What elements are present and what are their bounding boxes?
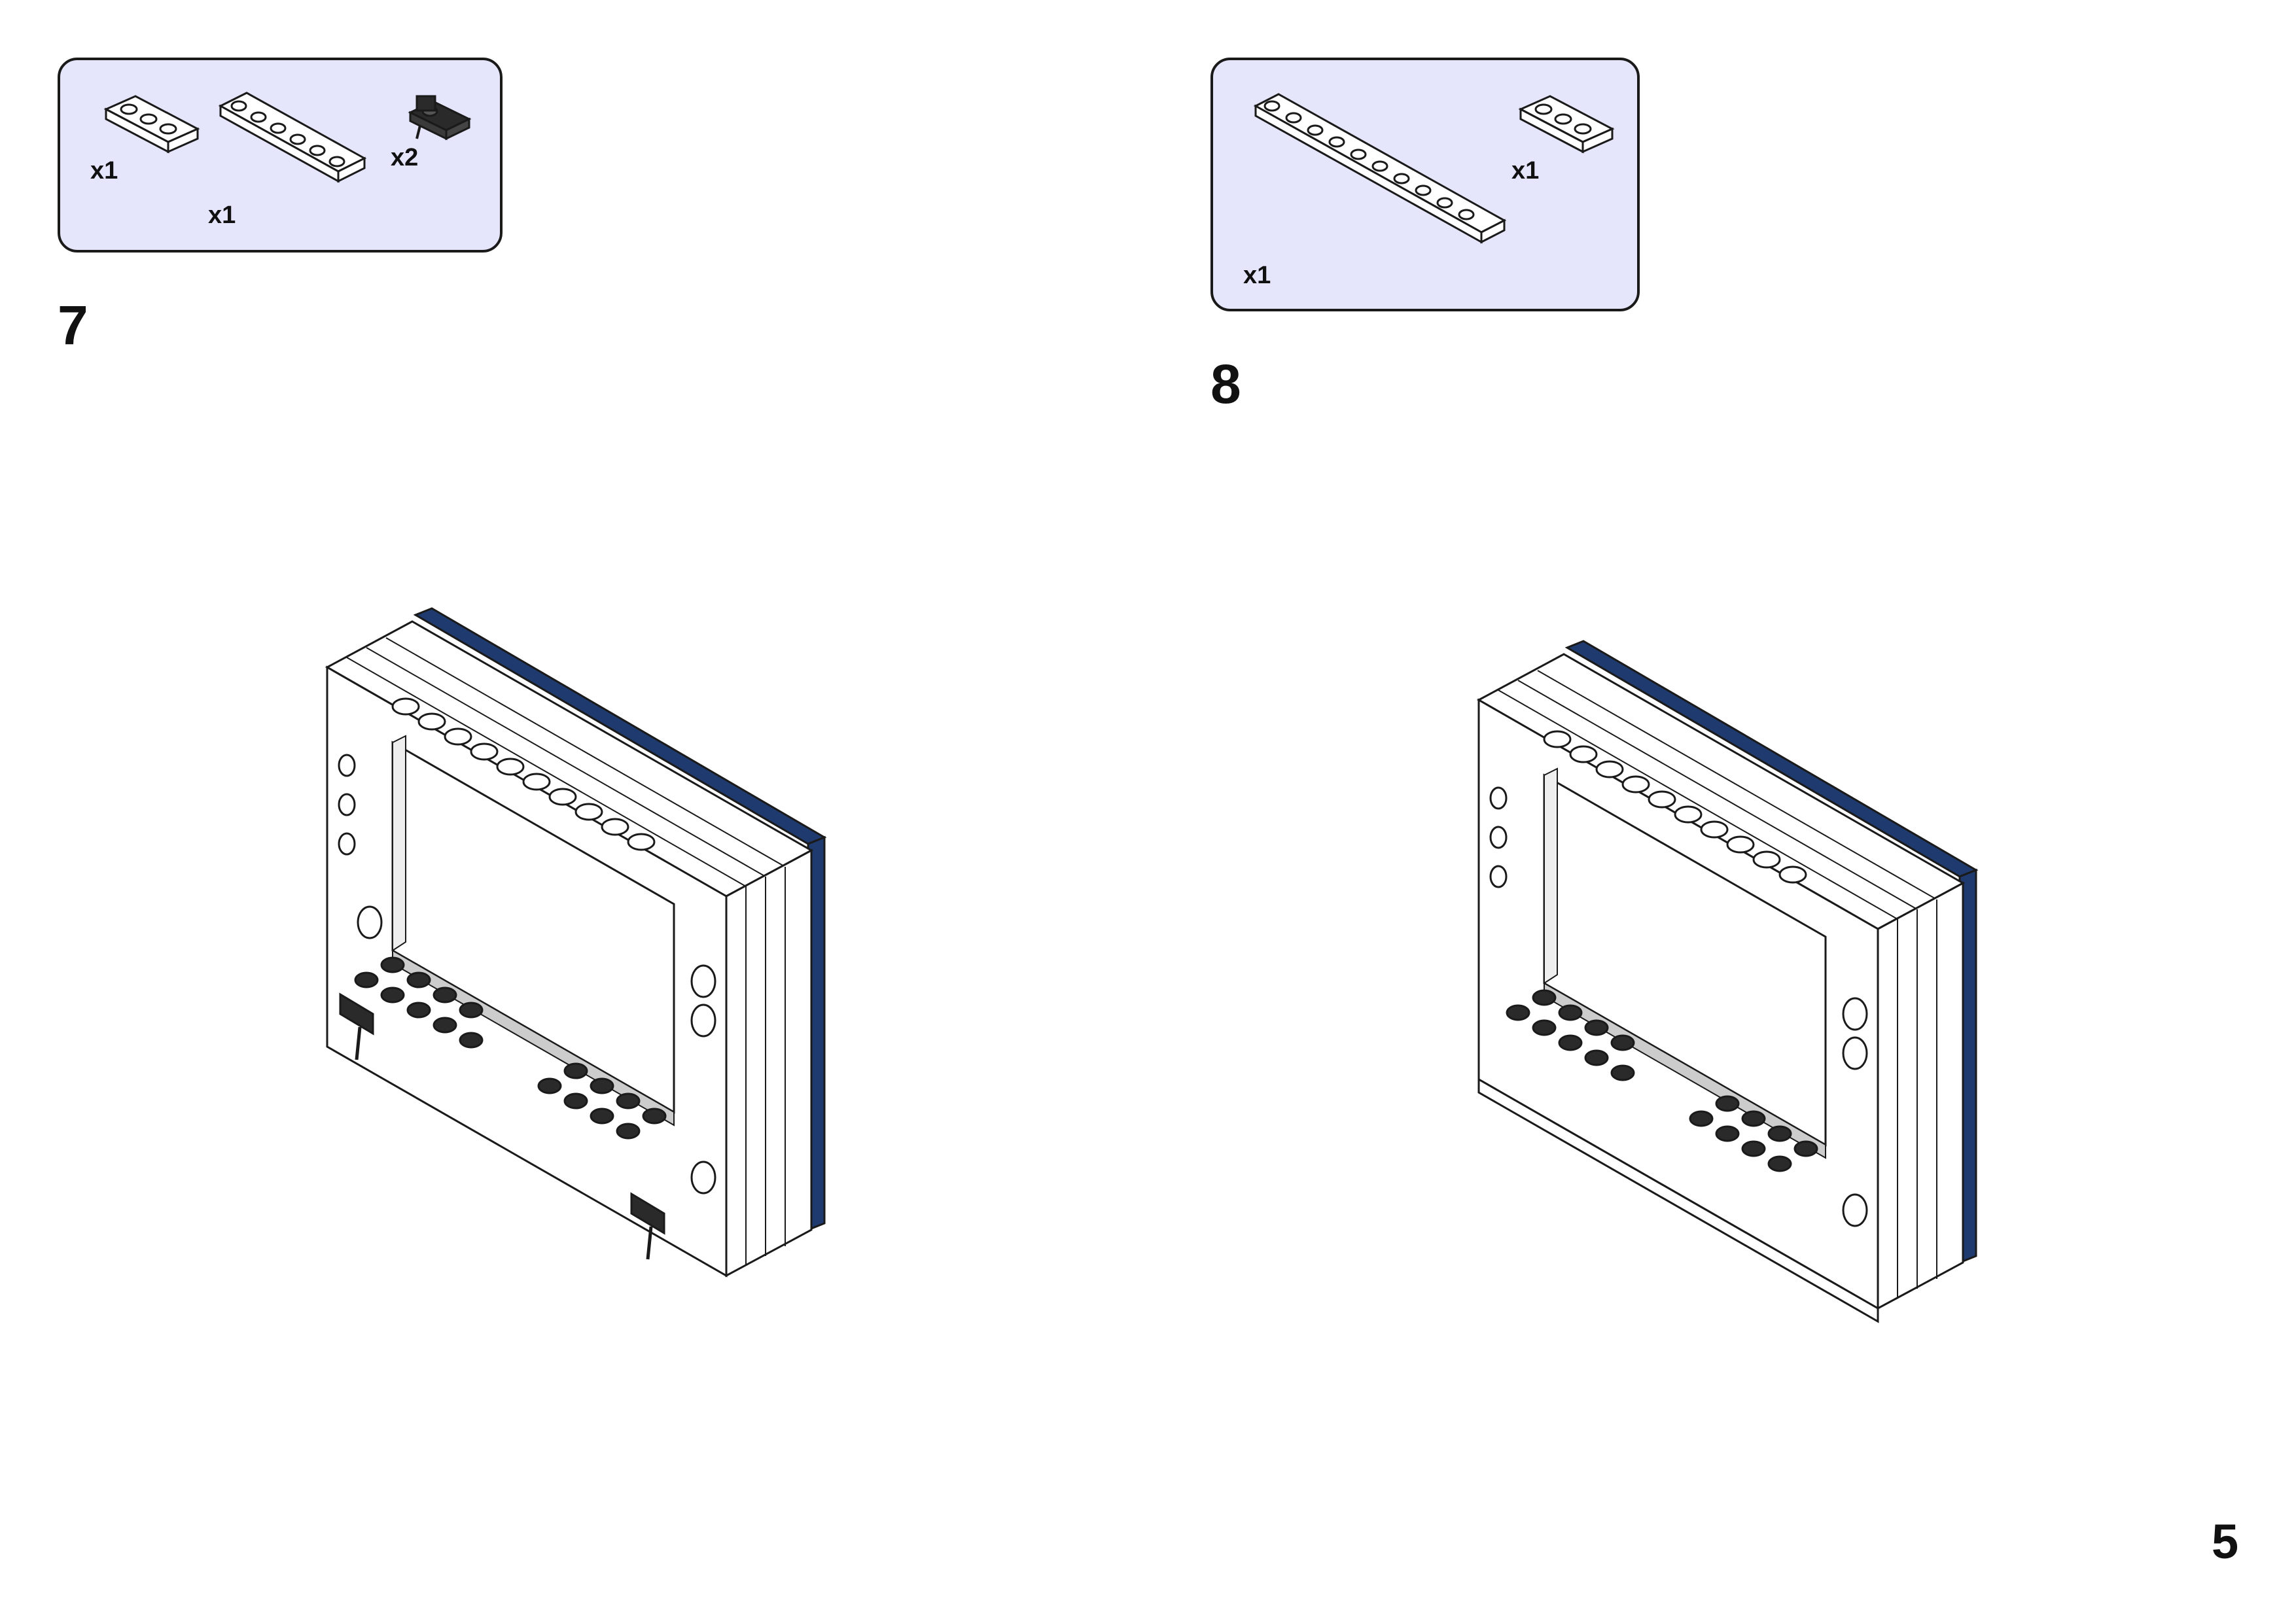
plate-1x6-icon — [218, 92, 367, 183]
part-qty: x1 — [90, 157, 118, 184]
part-qty: x1 — [208, 201, 236, 229]
step-8-model-illustration — [1476, 640, 1979, 1323]
step-8-parts-callout: x1 x1 — [1210, 58, 1640, 311]
plate-1x10-icon — [1253, 93, 1507, 244]
step-7-parts-callout: x1 x1 x2 — [58, 58, 503, 253]
step-number: 8 — [1210, 353, 1241, 415]
plate-1x3-icon — [103, 95, 200, 154]
part-qty: x1 — [1511, 157, 1540, 184]
plate-1x3-icon — [1518, 95, 1615, 154]
page-number: 5 — [2212, 1514, 2239, 1569]
step-7-model-illustration — [325, 607, 827, 1278]
step-number: 7 — [58, 294, 88, 356]
bracket-dark-icon — [408, 95, 472, 141]
part-qty: x2 — [391, 144, 419, 171]
part-qty: x1 — [1243, 262, 1271, 289]
